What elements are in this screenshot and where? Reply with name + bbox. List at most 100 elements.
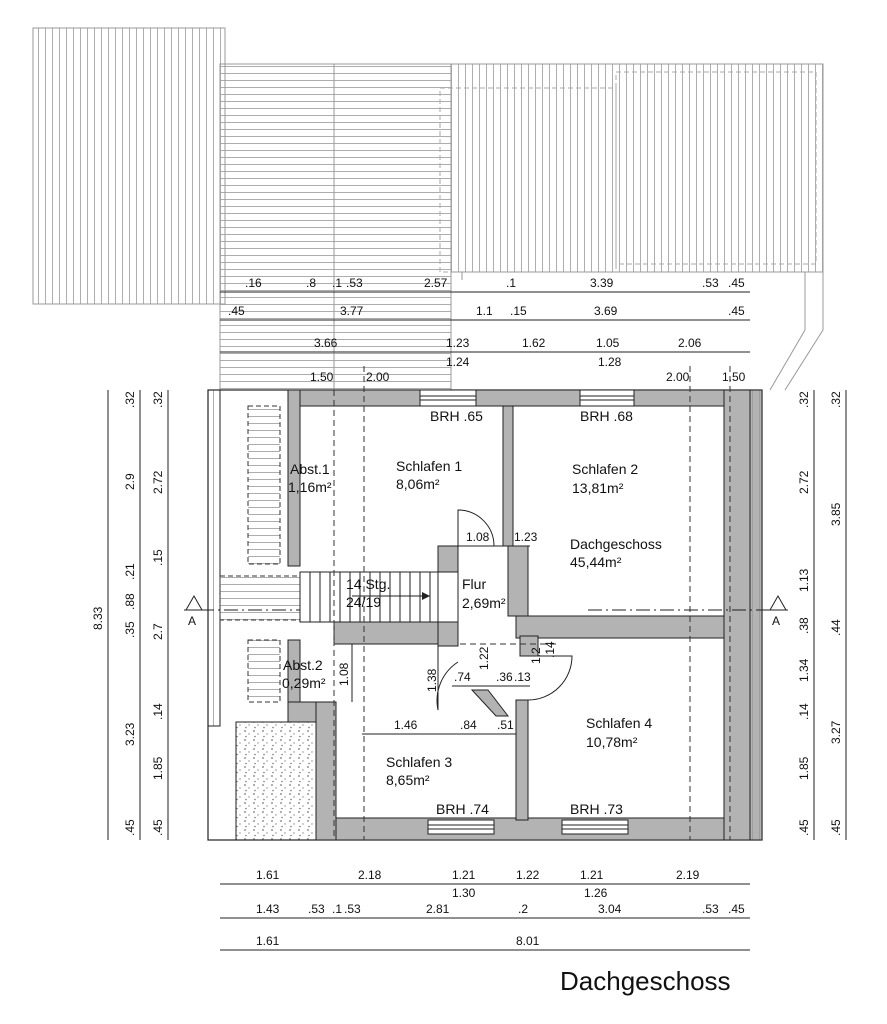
left-dim-outer: 8.33: [91, 606, 105, 630]
dim-146: 1.46: [394, 718, 418, 732]
top-dim-r3-4: 2.06: [678, 336, 702, 350]
left-dim-c2-5: 1.85: [151, 756, 165, 780]
bottom-dim-r2-8: .45: [728, 902, 745, 916]
room-abst1-area: 1,16m²: [288, 479, 332, 495]
bottom-dim-r3-1: 8.01: [516, 934, 540, 948]
bottom-dim-r2-1: .53: [308, 902, 325, 916]
room-schlafen4-name: Schlafen 4: [586, 715, 652, 731]
dim-108v: 1.08: [337, 662, 351, 686]
dim-74: .74: [454, 670, 471, 684]
interior-dimensions: 1.08 1.23 1.08 1.38 .74 1.22 .36 .13 1.2…: [337, 530, 557, 735]
section-marker-right: A: [768, 594, 788, 628]
left-dim-c1-4: .35: [123, 621, 137, 638]
brh-bottom-right: BRH .73: [570, 801, 623, 817]
left-dimensions: 8.33 .32 2.9 .21 .88 .35 3.23 .45 .32 2.…: [91, 390, 169, 840]
right-dim-c1-2: 1.13: [797, 568, 811, 592]
bottom-dimensions: 1.61 2.18 1.21 1.22 1.21 2.19 1.30 1.26 …: [220, 868, 750, 951]
room-schlafen1-area: 8,06m²: [396, 476, 440, 492]
right-dim-c2-4: .45: [829, 819, 843, 836]
right-dimensions: .32 2.72 1.13 .38 1.34 .14 1.85 .45 .32 …: [797, 390, 847, 840]
room-flur-name: Flur: [462, 576, 486, 592]
bottom-dim-r2-6: 3.04: [598, 902, 622, 916]
dim-36: .36: [496, 670, 513, 684]
dim-122: 1.22: [477, 646, 491, 670]
bottom-dim-r1-5: 2.19: [676, 868, 700, 882]
top-dim-r3-1: 1.23: [446, 336, 470, 350]
room-schlafen2-area: 13,81m²: [572, 480, 624, 496]
bottom-dim-r2-4: 2.81: [426, 902, 450, 916]
top-dim-r1-0: .16: [245, 276, 262, 290]
roof-area: [32, 27, 824, 391]
right-dim-c1-0: .32: [797, 391, 811, 408]
right-dim-c1-3: .38: [797, 617, 811, 634]
bottom-dim-r2-0: 1.43: [256, 902, 280, 916]
room-abst2-area: 0,29m²: [282, 675, 326, 691]
right-dim-c2-1: 3.85: [829, 502, 843, 526]
top-dim-r3-2: 1.62: [522, 336, 546, 350]
top-dim-r2-3: .15: [510, 304, 527, 318]
bottom-dim-r2-7: .53: [702, 902, 719, 916]
room-schlafen4-area: 10,78m²: [586, 734, 638, 750]
top-dim-r3sub-1: 1.28: [598, 355, 622, 369]
right-dim-c1-5: .14: [797, 703, 811, 720]
room-labels: Abst.1 1,16m² Schlafen 1 8,06m² Schlafen…: [282, 458, 662, 788]
top-dim-r2-5: .45: [728, 304, 745, 318]
left-dim-c2-0: .32: [151, 391, 165, 408]
building-walls: [207, 389, 763, 841]
top-dim-r1-3: .53: [346, 276, 363, 290]
bottom-dim-r1-0: 1.61: [256, 868, 280, 882]
right-dim-c1-6: 1.85: [797, 756, 811, 780]
bottom-dim-r1-2: 1.21: [452, 868, 476, 882]
left-dim-c1-3: .88: [123, 593, 137, 610]
left-dim-c2-4: .14: [151, 703, 165, 720]
dim-108: 1.08: [466, 530, 490, 544]
top-dim-r1-4: 2.57: [424, 276, 448, 290]
top-dim-r1-7: .53: [702, 276, 719, 290]
bottom-dim-r1-4: 1.21: [580, 868, 604, 882]
room-abst2-name: Abst.2: [283, 657, 323, 673]
top-marker-1: 2.00: [366, 370, 390, 384]
dim-123: 1.23: [514, 530, 538, 544]
room-schlafen2-name: Schlafen 2: [572, 461, 638, 477]
top-dim-r1-1: .8: [306, 276, 316, 290]
bottom-dim-r1sub-0: 1.30: [452, 886, 476, 900]
room-flur-area: 2,69m²: [462, 595, 506, 611]
top-dimensions: .16 .8 .1 .53 2.57 .1 3.39 .53 .45 .45 3…: [220, 276, 750, 384]
top-dim-r1-8: .45: [728, 276, 745, 290]
section-label-left: A: [188, 614, 196, 628]
top-dim-r2-1: 3.77: [340, 304, 364, 318]
top-dim-r3-3: 1.05: [596, 336, 620, 350]
brh-top-left: BRH .65: [430, 408, 483, 424]
room-abst1-name: Abst.1: [290, 461, 330, 477]
right-dim-c2-0: .32: [829, 391, 843, 408]
left-dim-c2-1: 2.72: [151, 470, 165, 494]
right-dim-c2-3: 3.27: [829, 720, 843, 744]
left-dim-c1-2: .21: [123, 563, 137, 580]
top-dim-r3sub-0: 1.24: [446, 355, 470, 369]
dim-13: .13: [514, 670, 531, 684]
left-dim-c1-1: 2.9: [123, 473, 137, 490]
left-dim-c1-0: .32: [123, 391, 137, 408]
left-dim-c2-6: .45: [151, 819, 165, 836]
right-dim-c1-4: 1.34: [797, 658, 811, 682]
top-dim-r2-0: .45: [228, 304, 245, 318]
top-dim-r1-2: .1: [332, 276, 342, 290]
right-dim-c1-7: .45: [797, 819, 811, 836]
doors: [436, 509, 573, 711]
brh-top-right: BRH .68: [580, 408, 633, 424]
bottom-dim-r1-1: 2.18: [358, 868, 382, 882]
top-dim-r1-5: .1: [506, 276, 516, 290]
left-dim-c1-6: .45: [123, 819, 137, 836]
dim-51: .51: [497, 718, 514, 732]
bottom-dim-r2-5: .2: [518, 902, 528, 916]
brh-bottom-left: BRH .74: [436, 801, 489, 817]
plan-title: Dachgeschoss: [560, 966, 731, 996]
left-dim-c2-2: .15: [151, 549, 165, 566]
top-dim-r2-2: 1.1: [476, 304, 493, 318]
room-schlafen1-name: Schlafen 1: [396, 458, 462, 474]
bottom-dim-r1sub-1: 1.26: [584, 886, 608, 900]
dim-14: .14: [543, 641, 557, 658]
top-dim-r1-6: 3.39: [590, 276, 614, 290]
room-schlafen3-name: Schlafen 3: [386, 754, 452, 770]
left-dim-c2-3: 2.7: [151, 623, 165, 640]
